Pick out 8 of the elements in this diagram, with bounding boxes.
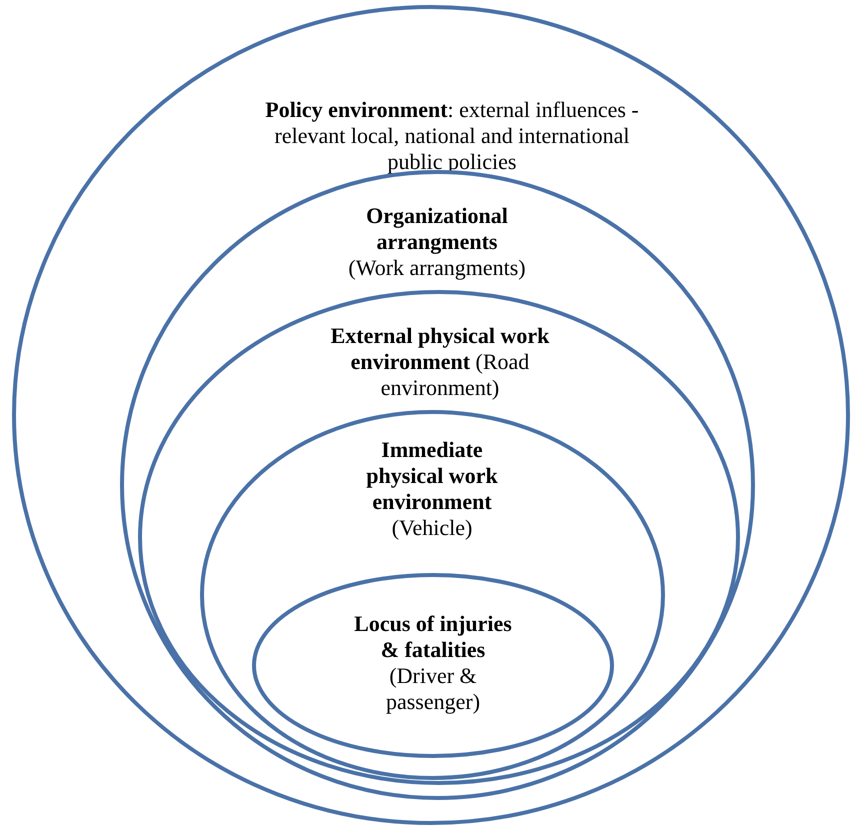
layer-heading: External physical work environment (Road environment) bbox=[330, 323, 550, 401]
layer-example: (Driver & passenger) bbox=[384, 663, 482, 715]
layer-heading: Organizational arrangments bbox=[365, 203, 509, 255]
layer-heading: Immediate physical work environment bbox=[365, 437, 499, 515]
layer-example: (Work arrangments) bbox=[347, 255, 527, 281]
layer-heading: Policy environment: external influences - relevant local, national and international public policies bbox=[264, 97, 640, 175]
layer-example: (Vehicle) bbox=[390, 515, 474, 541]
layer-heading: Locus of injuries & fatalities bbox=[353, 611, 513, 663]
